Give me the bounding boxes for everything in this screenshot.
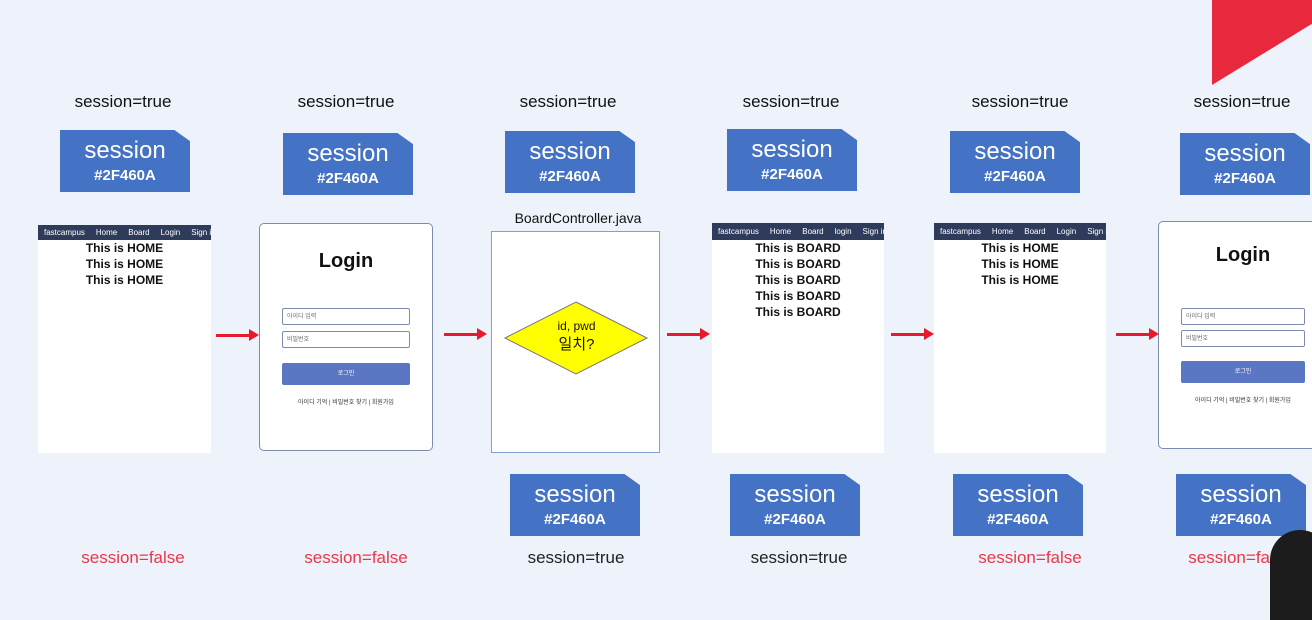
content-line: This is HOME [981, 273, 1059, 287]
top-label-3: session=true [519, 92, 617, 111]
content-line: This is HOME [981, 257, 1059, 271]
cookie-name: session [1204, 140, 1286, 167]
nav-login: Login [1056, 227, 1077, 236]
id-input: 아이디 입력 [1181, 308, 1305, 325]
bottom-label-6: session=fa [1188, 548, 1270, 567]
content-line: This is BOARD [755, 305, 841, 319]
decision-text-1: id, pwd [557, 319, 596, 333]
controller-box: id, pwd 일치? [491, 231, 660, 453]
cookie-id: #2F460A [317, 170, 379, 187]
content-line: This is BOARD [755, 273, 841, 287]
board-page-mock: fastcampus Home Board login Sign in This… [712, 223, 884, 453]
id-input: 아이디 입력 [282, 308, 410, 325]
session-cookie-bottom-6: session #2F460A [1176, 474, 1306, 536]
content-line: This is HOME [981, 241, 1059, 255]
controller-title: BoardController.java [514, 210, 642, 226]
content-line: This is HOME [85, 273, 164, 287]
bottom-label-1: session=false [81, 548, 185, 567]
top-label-6: session=true [1193, 92, 1291, 111]
presenter-silhouette [1270, 530, 1312, 620]
nav-brand: fastcampus [718, 227, 759, 236]
cookie-name: session [84, 137, 166, 164]
flow-arrow-3 [667, 328, 710, 340]
nav-board: Board [1024, 227, 1046, 236]
login-title: Login [318, 250, 374, 272]
decision-diamond [503, 301, 649, 375]
login-button: 로그인 [282, 363, 410, 385]
flow-arrow-5 [1116, 328, 1159, 340]
login-title: Login [1215, 244, 1271, 266]
bottom-label-3: session=true [527, 548, 625, 567]
session-cookie-top-5: session #2F460A [950, 131, 1080, 193]
cookie-name: session [974, 138, 1056, 165]
session-cookie-top-3: session #2F460A [505, 131, 635, 193]
nav-board: Board [128, 228, 150, 237]
cookie-name: session [751, 136, 833, 163]
nav-brand: fastcampus [940, 227, 981, 236]
nav-signin: Sign in [1087, 227, 1106, 236]
login-page-mock-2: Login 아이디 입력 비밀번호 로그인 아이디 기억 | 비밀번호 찾기 |… [1158, 221, 1312, 449]
content-line: This is BOARD [755, 241, 841, 255]
session-cookie-top-4: session #2F460A [727, 129, 857, 191]
nav-login: Login [160, 228, 181, 237]
session-cookie-bottom-4: session #2F460A [730, 474, 860, 536]
session-cookie-top-6: session #2F460A [1180, 133, 1310, 195]
top-label-5: session=true [971, 92, 1069, 111]
top-label-4: session=true [742, 92, 840, 111]
navbar: fastcampus Home Board login Sign in [712, 223, 884, 240]
nav-home: Home [95, 228, 118, 237]
content-line: This is BOARD [755, 289, 841, 303]
content-line: This is HOME [85, 241, 164, 255]
decision-text-2: 일치? [558, 336, 595, 353]
home-page-mock-2: fastcampus Home Board Login Sign in This… [934, 223, 1106, 453]
cookie-id: #2F460A [539, 168, 601, 185]
login-button: 로그인 [1181, 361, 1305, 383]
cookie-id: #2F460A [764, 511, 826, 528]
cookie-id: #2F460A [1214, 170, 1276, 187]
top-label-2: session=true [297, 92, 395, 111]
cookie-id: #2F460A [761, 166, 823, 183]
content-line: This is BOARD [755, 257, 841, 271]
brand-corner-shape [1212, 0, 1312, 85]
session-cookie-top-1: session #2F460A [60, 130, 190, 192]
password-input: 비밀번호 [1181, 330, 1305, 347]
flow-arrow-4 [891, 328, 934, 340]
session-cookie-bottom-3: session #2F460A [510, 474, 640, 536]
bottom-label-5: session=false [978, 548, 1082, 567]
session-cookie-bottom-5: session #2F460A [953, 474, 1083, 536]
bottom-label-2: session=false [304, 548, 408, 567]
nav-home: Home [769, 227, 792, 236]
login-page-mock: Login 아이디 입력 비밀번호 로그인 아이디 기억 | 비밀번호 찾기 |… [259, 223, 433, 451]
top-label-1: session=true [74, 92, 172, 111]
login-links: 아이디 기억 | 비밀번호 찾기 | 회원가입 [1195, 398, 1291, 404]
cookie-id: #2F460A [94, 167, 156, 184]
home-page-mock: fastcampus Home Board Login Sign in This… [38, 225, 211, 453]
navbar: fastcampus Home Board Login Sign in [38, 225, 211, 240]
cookie-id: #2F460A [1210, 511, 1272, 528]
nav-home: Home [991, 227, 1014, 236]
cookie-name: session [307, 140, 389, 167]
bottom-label-4: session=true [750, 548, 848, 567]
nav-brand: fastcampus [44, 228, 85, 237]
cookie-id: #2F460A [544, 511, 606, 528]
cookie-name: session [977, 481, 1059, 508]
flow-arrow-1 [216, 329, 259, 341]
nav-login: login [834, 227, 852, 236]
cookie-id: #2F460A [984, 168, 1046, 185]
cookie-name: session [1200, 481, 1282, 508]
navbar: fastcampus Home Board Login Sign in [934, 223, 1106, 240]
cookie-name: session [529, 138, 611, 165]
cookie-name: session [534, 481, 616, 508]
flow-arrow-2 [444, 328, 487, 340]
cookie-id: #2F460A [987, 511, 1049, 528]
nav-signin: Sign in [191, 228, 211, 237]
login-links: 아이디 기억 | 비밀번호 찾기 | 회원가입 [298, 400, 394, 406]
password-input: 비밀번호 [282, 331, 410, 348]
nav-signin: Sign in [862, 227, 884, 236]
cookie-name: session [754, 481, 836, 508]
session-cookie-top-2: session #2F460A [283, 133, 413, 195]
content-line: This is HOME [85, 257, 164, 271]
nav-board: Board [802, 227, 824, 236]
